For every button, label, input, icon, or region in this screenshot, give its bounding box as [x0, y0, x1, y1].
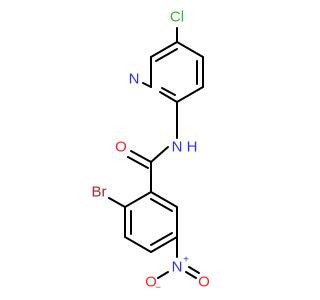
bond [142, 82, 152, 88]
bond [150, 198, 173, 212]
pyridine-nitrogen-atom: N [129, 71, 140, 88]
bond [150, 232, 173, 246]
bond [127, 156, 149, 169]
bond [155, 48, 178, 62]
amide-hydrogen-atom: H [187, 139, 198, 156]
bond [157, 271, 169, 279]
molecule-structure: Cl N N H O Br N + O − O [92, 9, 210, 294]
bond [161, 87, 176, 96]
chlorine-atom: Cl [170, 9, 184, 26]
bond [159, 91, 178, 103]
atom-labels: Cl N N H O Br N + O − O [92, 9, 210, 294]
carbonyl-oxygen-atom: O [115, 139, 127, 156]
bonds [108, 27, 204, 279]
bond [150, 146, 169, 163]
bond [108, 197, 126, 208]
amide-nitrogen-atom: N [172, 139, 183, 156]
bond [150, 236, 178, 253]
bond [176, 41, 204, 58]
bond [176, 86, 204, 103]
nitro-nitrogen-charge: + [183, 255, 189, 266]
bond [188, 266, 200, 274]
nitro-oxygen-charge: − [155, 283, 161, 294]
bond [150, 191, 178, 208]
nitro-nitrogen-atom: N [172, 259, 183, 276]
bond [185, 271, 197, 279]
nitro-oxygen-anion-atom: O [145, 274, 157, 291]
bromine-atom: Br [92, 184, 107, 201]
bond [124, 191, 152, 208]
bond [130, 150, 152, 163]
bond [150, 41, 178, 58]
bond [124, 236, 152, 253]
nitro-oxygen-atom: O [198, 274, 210, 291]
